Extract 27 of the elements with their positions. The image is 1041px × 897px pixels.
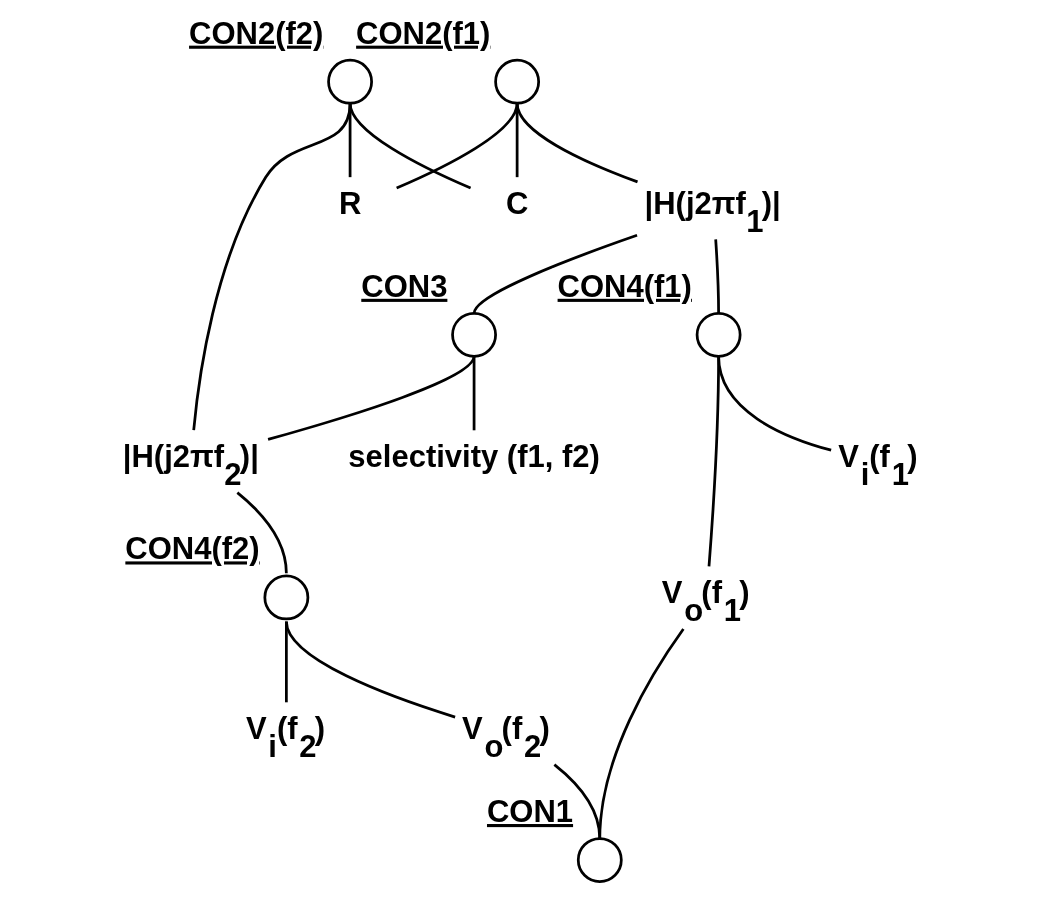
connector	[707, 356, 720, 567]
connector	[191, 103, 351, 431]
node-circle	[493, 58, 540, 105]
connector	[515, 102, 638, 184]
node-text: R	[338, 186, 361, 222]
connector	[472, 356, 475, 431]
node-text: C	[505, 186, 528, 222]
node-label: CON4(f2)	[124, 531, 260, 567]
connector	[395, 102, 518, 190]
node-circle	[326, 58, 373, 105]
connector	[284, 621, 456, 719]
node-label: CON4(f1)	[557, 268, 692, 304]
node-label: CON2(f2)	[188, 15, 323, 51]
node-text: selectivity (f1, f2)	[347, 439, 600, 475]
connector	[348, 102, 471, 190]
node-label: CON3	[360, 268, 447, 304]
node-circle	[450, 311, 497, 358]
connector	[267, 355, 475, 441]
connector	[553, 763, 601, 839]
node-circle	[695, 311, 741, 358]
node-label: CON1	[486, 794, 573, 830]
node-circle	[262, 574, 309, 621]
node-circle	[576, 837, 623, 883]
connector	[235, 491, 288, 574]
node-label: CON2(f1)	[355, 15, 490, 51]
connector	[472, 233, 637, 314]
connector	[713, 239, 720, 314]
